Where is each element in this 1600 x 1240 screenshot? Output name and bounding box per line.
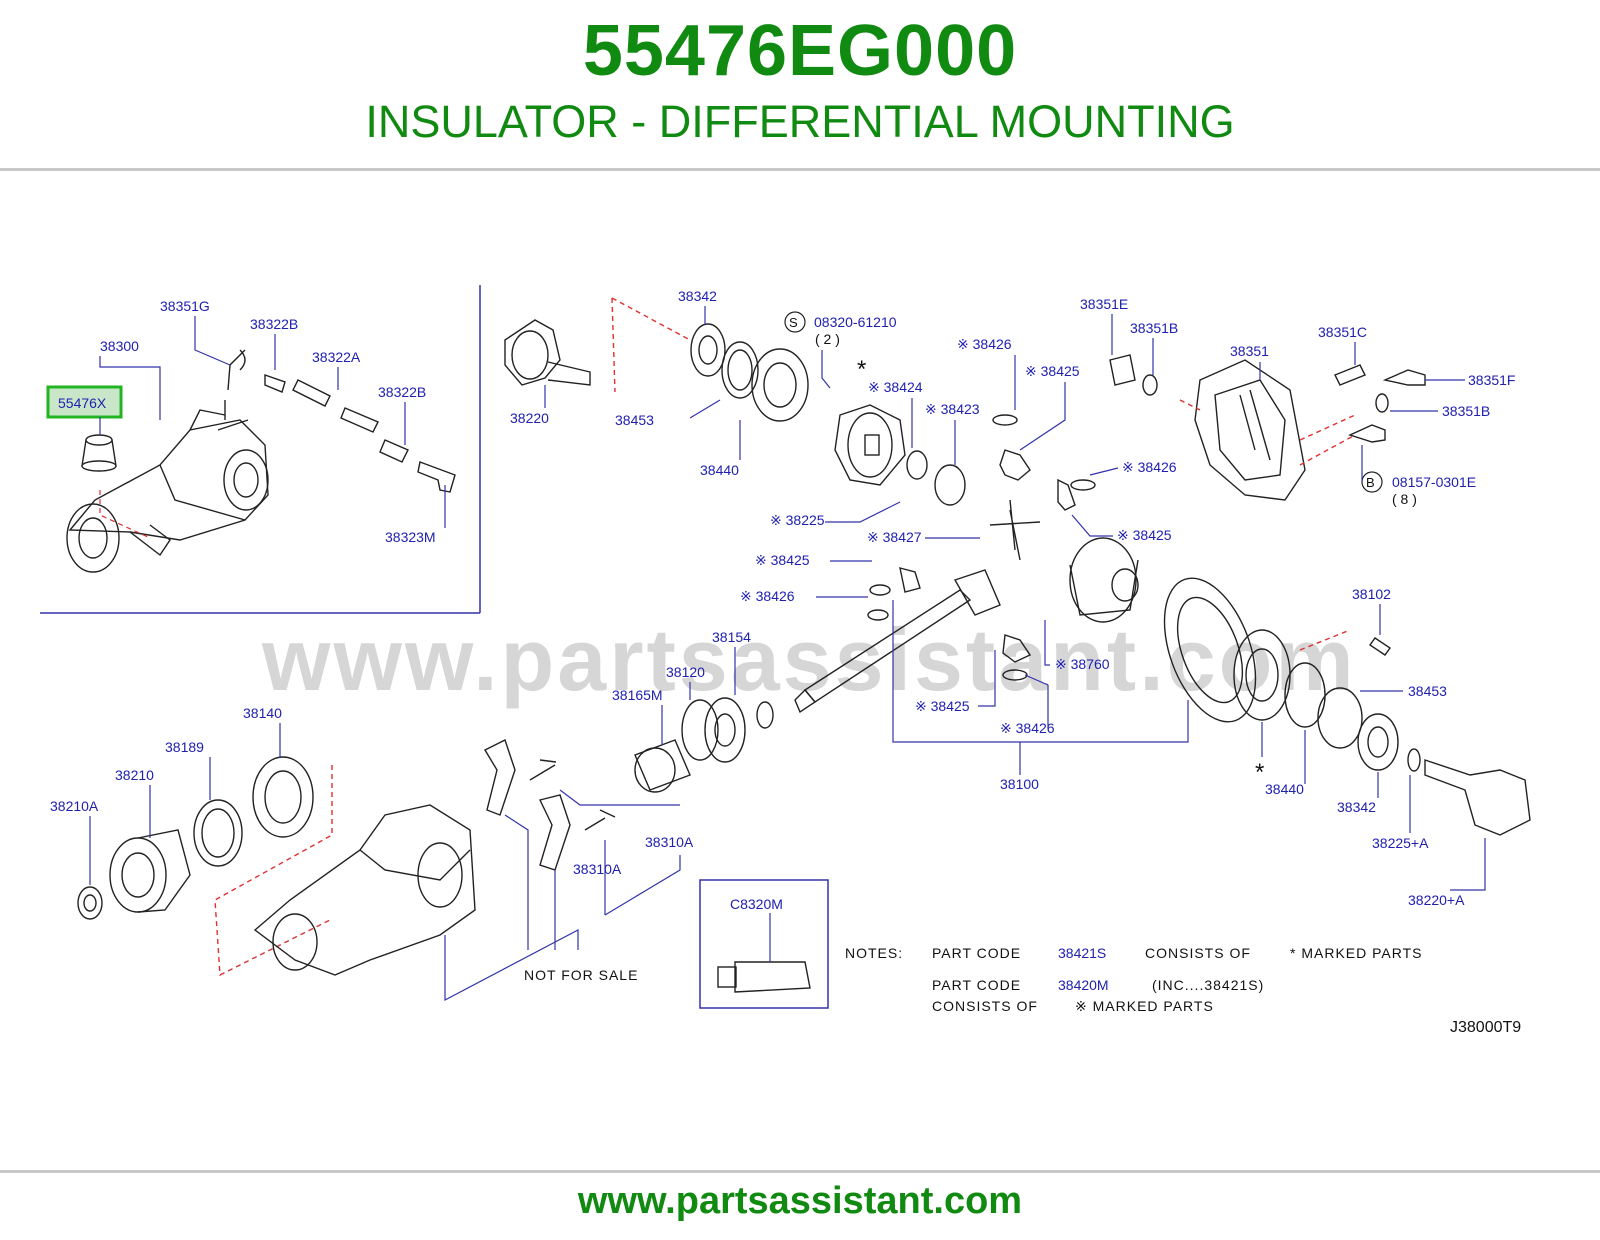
notes-block: NOTES: PART CODE 38421S CONSISTS OF * MA… bbox=[845, 945, 1521, 1036]
right-lower-leaders bbox=[1261, 604, 1486, 891]
label-38210a[interactable]: 38210A bbox=[50, 798, 99, 814]
lower-left-leaders bbox=[89, 723, 281, 885]
label-38225[interactable]: ※ 38225 bbox=[770, 512, 825, 528]
label-38440-top[interactable]: 38440 bbox=[700, 462, 739, 478]
star-marker-top: * bbox=[857, 356, 866, 383]
label-b-qty: ( 8 ) bbox=[1392, 491, 1417, 507]
pinion-bearing-drawing bbox=[634, 697, 774, 793]
part-number: 55476EG000 bbox=[582, 11, 1018, 91]
rear-cover-drawing bbox=[1109, 354, 1426, 501]
label-38225a[interactable]: 38225+A bbox=[1372, 835, 1429, 851]
label-38351b-b[interactable]: 38351B bbox=[1442, 403, 1490, 419]
notes-line1-a: PART CODE bbox=[932, 945, 1021, 961]
label-38440-right[interactable]: 38440 bbox=[1265, 781, 1304, 797]
side-flange-drawing bbox=[1233, 629, 1531, 836]
pinion-leaders bbox=[661, 647, 736, 745]
lower-flange-drawing bbox=[77, 756, 333, 977]
label-38165m[interactable]: 38165M bbox=[612, 687, 663, 703]
label-38425-c[interactable]: ※ 38425 bbox=[755, 552, 810, 568]
label-38453-top[interactable]: 38453 bbox=[615, 412, 654, 428]
s-marker-circle bbox=[784, 311, 806, 333]
inset-leaders bbox=[99, 316, 446, 528]
label-38423[interactable]: ※ 38423 bbox=[925, 401, 980, 417]
label-38300[interactable]: 38300 bbox=[100, 338, 139, 354]
notes-line1-b: CONSISTS OF bbox=[1145, 945, 1251, 961]
label-38426-d[interactable]: ※ 38426 bbox=[1000, 720, 1055, 736]
notes-line3-a: CONSISTS OF bbox=[932, 998, 1038, 1014]
label-38351b-a[interactable]: 38351B bbox=[1130, 320, 1178, 336]
parts-diagram: www.partsassistant.com 55476X 38351G 383… bbox=[0, 270, 1600, 1070]
label-38140[interactable]: 38140 bbox=[243, 705, 282, 721]
label-not-for-sale: NOT FOR SALE bbox=[524, 967, 638, 983]
diff-case-drawing bbox=[834, 404, 1096, 561]
header-divider bbox=[0, 168, 1600, 171]
label-38351c[interactable]: 38351C bbox=[1318, 324, 1367, 340]
label-38342-top[interactable]: 38342 bbox=[678, 288, 717, 304]
label-08320-61210[interactable]: 08320-61210 bbox=[814, 314, 897, 330]
center-leaders bbox=[816, 560, 1189, 775]
label-55476x[interactable]: 55476X bbox=[58, 395, 107, 411]
leader-s-code bbox=[821, 350, 831, 389]
label-38220a[interactable]: 38220+A bbox=[1408, 892, 1465, 908]
label-38322b-2[interactable]: 38322B bbox=[378, 384, 426, 400]
label-38427[interactable]: ※ 38427 bbox=[867, 529, 922, 545]
label-38351g[interactable]: 38351G bbox=[160, 298, 210, 314]
label-38210[interactable]: 38210 bbox=[115, 767, 154, 783]
label-c8320m[interactable]: C8320M bbox=[730, 896, 783, 912]
notes-line2-b: (INC....38421S) bbox=[1152, 977, 1264, 993]
bearing-38342-38440-drawing bbox=[690, 323, 809, 422]
right-housing-leaders bbox=[1111, 314, 1465, 482]
label-38351f[interactable]: 38351F bbox=[1468, 372, 1515, 388]
label-38154[interactable]: 38154 bbox=[712, 629, 751, 645]
label-38424[interactable]: ※ 38424 bbox=[868, 379, 923, 395]
b-marker-letter: B bbox=[1366, 475, 1375, 490]
label-38310a-left[interactable]: 38310A bbox=[573, 861, 622, 877]
left-group-leaders bbox=[544, 306, 741, 460]
label-38322a[interactable]: 38322A bbox=[312, 349, 361, 365]
housing-38310-drawing bbox=[253, 739, 616, 976]
label-38351[interactable]: 38351 bbox=[1230, 343, 1269, 359]
footer-url[interactable]: www.partsassistant.com bbox=[577, 1180, 1023, 1222]
diagram-code: J38000T9 bbox=[1450, 1019, 1521, 1036]
flange-38220-drawing bbox=[504, 297, 691, 393]
label-38760[interactable]: ※ 38760 bbox=[1055, 656, 1110, 672]
label-38425-b[interactable]: ※ 38425 bbox=[1117, 527, 1172, 543]
upper-center-leaders bbox=[825, 355, 1119, 539]
page-header: 55476EG000 INSULATOR - DIFFERENTIAL MOUN… bbox=[0, 0, 1600, 168]
notes-line3-b: ※ MARKED PARTS bbox=[1075, 998, 1214, 1014]
exploded-view-svg: www.partsassistant.com 55476X 38351G 383… bbox=[40, 285, 1531, 1036]
part-title: INSULATOR - DIFFERENTIAL MOUNTING bbox=[365, 96, 1235, 147]
notes-heading: NOTES: bbox=[845, 945, 903, 961]
footer-divider bbox=[0, 1170, 1600, 1173]
label-38100[interactable]: 38100 bbox=[1000, 776, 1039, 792]
label-38425-d[interactable]: ※ 38425 bbox=[915, 698, 970, 714]
notes-line2-code[interactable]: 38420M bbox=[1058, 977, 1109, 993]
label-38120[interactable]: 38120 bbox=[666, 664, 705, 680]
star-marker-lower: * bbox=[1255, 759, 1264, 786]
label-38323m[interactable]: 38323M bbox=[385, 529, 436, 545]
label-38220[interactable]: 38220 bbox=[510, 410, 549, 426]
lower-center-leaders bbox=[444, 789, 681, 1001]
label-38351e[interactable]: 38351E bbox=[1080, 296, 1128, 312]
notes-line2-a: PART CODE bbox=[932, 977, 1021, 993]
label-38425-a[interactable]: ※ 38425 bbox=[1025, 363, 1080, 379]
label-38453-right[interactable]: 38453 bbox=[1408, 683, 1447, 699]
highlight-box-55476x bbox=[46, 385, 123, 419]
s-marker-letter: S bbox=[789, 315, 798, 330]
label-38426-c[interactable]: ※ 38426 bbox=[740, 588, 795, 604]
tube-c8320m-box bbox=[699, 879, 829, 1009]
label-38102[interactable]: 38102 bbox=[1352, 586, 1391, 602]
label-38310a-right[interactable]: 38310A bbox=[645, 834, 694, 850]
label-38342-right[interactable]: 38342 bbox=[1337, 799, 1376, 815]
label-38322b-1[interactable]: 38322B bbox=[250, 316, 298, 332]
label-38189[interactable]: 38189 bbox=[165, 739, 204, 755]
label-38426-b[interactable]: ※ 38426 bbox=[1122, 459, 1177, 475]
inset-carrier-drawing bbox=[66, 349, 456, 573]
notes-line1-c: * MARKED PARTS bbox=[1290, 945, 1423, 961]
notes-line1-code[interactable]: 38421S bbox=[1058, 945, 1106, 961]
label-38426-a[interactable]: ※ 38426 bbox=[957, 336, 1012, 352]
insulator-part-drawing bbox=[81, 434, 117, 472]
label-s-qty: ( 2 ) bbox=[815, 331, 840, 347]
label-08157-0301e[interactable]: 08157-0301E bbox=[1392, 474, 1476, 490]
